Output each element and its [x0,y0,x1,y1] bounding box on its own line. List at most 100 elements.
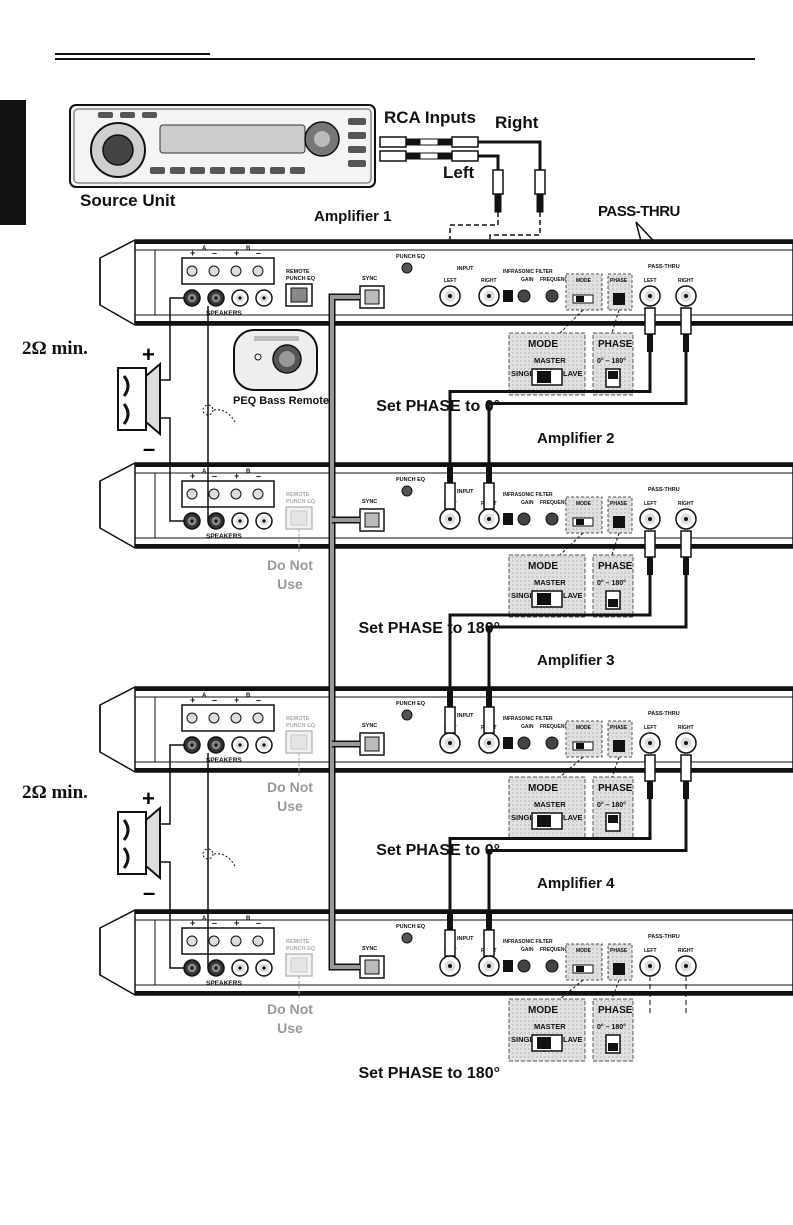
phase-switch [613,740,625,752]
punch-eq-text: PUNCH EQ [396,254,426,260]
do-not-use-note: Do Not Use [267,557,313,592]
rca-inputs-label: RCA Inputs [384,108,476,127]
svg-text:–: – [143,436,155,461]
terminal-polarity: – [212,248,217,258]
speakers-text: SPEAKERS [206,757,242,764]
mode-area [565,943,603,981]
terminal-screw [208,265,220,277]
speaker-post [231,512,249,530]
speaker-post [255,512,273,530]
phase-callout: PHASE 0° – 180° [592,554,634,618]
mode-area [565,496,603,534]
terminal-polarity: – [212,471,217,481]
mode-slave-text: SLAVE [558,1035,582,1044]
jack-left-text: LEFT [644,948,657,954]
sync-text: SYNC [362,499,377,505]
infrasonic-switch [503,513,513,525]
mode-text: MODE [576,501,592,507]
jack-right-text: RIGHT [678,501,694,507]
terminal-screw [252,488,264,500]
mode-text: MODE [576,725,592,731]
speaker-post [183,736,201,754]
speaker-post [231,736,249,754]
frequency-knob [545,289,559,303]
punch-eq-text: PUNCH EQ [396,701,426,707]
phase-text: PHASE [610,278,628,284]
channel-b-mark: B [246,693,251,699]
punch-eq-knob [401,709,413,721]
pass-thru-cable [444,307,692,510]
source-unit-label: Source Unit [80,191,176,210]
channel-a-mark: A [202,469,207,475]
mode-master-text: MASTER [534,578,566,587]
infrasonic-text: INFRASONIC FILTER [503,716,553,722]
mode-single-text: SINGLE [511,591,539,600]
mode-text: MODE [576,948,592,954]
terminal-screw [186,712,198,724]
pass-thru-right-jack [675,508,697,530]
terminal-screw [230,265,242,277]
channel-a-mark: A [202,246,207,252]
mode-single-text: SINGLE [511,813,539,822]
speaker-post [231,959,249,977]
terminal-screw [186,265,198,277]
mode-text: MODE [576,278,592,284]
speaker-post [207,512,225,530]
phase-range-text: 0° – 180° [597,801,626,809]
mode-callout-title: MODE [528,1005,558,1016]
phase-callout-title: PHASE [598,1005,633,1016]
punch-eq-knob [401,262,413,274]
remote-punch-eq-text: REMOTE [286,269,310,275]
input-text: INPUT [457,489,474,495]
pass-thru-left-jack [639,508,661,530]
frequency-text: FREQUENCY [540,277,572,283]
phase-range-text: 0° – 180° [597,1023,626,1031]
speaker-post [231,289,249,307]
mode-callout-title: MODE [528,339,558,350]
phase-switch [613,963,625,975]
input-text: INPUT [457,936,474,942]
terminal-polarity: + [190,248,195,258]
channel-b-mark: B [246,916,251,922]
punch-eq-text: PUNCH EQ [396,477,426,483]
speaker-post [255,959,273,977]
terminal-screw [186,488,198,500]
terminal-polarity: + [190,918,195,928]
terminal-screw [230,935,242,947]
gain-text: GAIN [521,724,534,730]
phase-range-text: 0° – 180° [597,579,626,587]
frequency-knob [545,959,559,973]
infrasonic-text: INFRASONIC FILTER [503,492,553,498]
phase-switch [613,293,625,305]
speakers-text: SPEAKERS [206,310,242,317]
infrasonic-text: INFRASONIC FILTER [503,939,553,945]
terminal-screw [230,488,242,500]
frequency-text: FREQUENCY [540,500,572,506]
side-tab [0,100,26,225]
gain-knob [517,512,531,526]
speaker-2: +– [117,786,161,905]
terminal-polarity: + [234,471,239,481]
terminal-polarity: + [190,471,195,481]
input-left-jack [439,732,461,754]
pass-thru-right-jack [675,732,697,754]
gain-knob [517,289,531,303]
terminal-screw [230,712,242,724]
speaker-post [207,289,225,307]
amplifier-title: Amplifier 3 [537,652,615,669]
amplifier-title: Amplifier 1 [314,208,392,225]
mode-callout-title: MODE [528,561,558,572]
pass-thru-label: PASS-THRU [598,203,680,220]
peq-remote-label: PEQ Bass Remote [233,395,329,407]
phase-setting-note: Set PHASE to 180° [358,1065,500,1082]
left-label: Left [443,163,475,182]
phase-switch [613,516,625,528]
pass-thru-cable [444,754,692,1015]
phase-callout-title: PHASE [598,561,633,572]
terminal-screw [252,712,264,724]
